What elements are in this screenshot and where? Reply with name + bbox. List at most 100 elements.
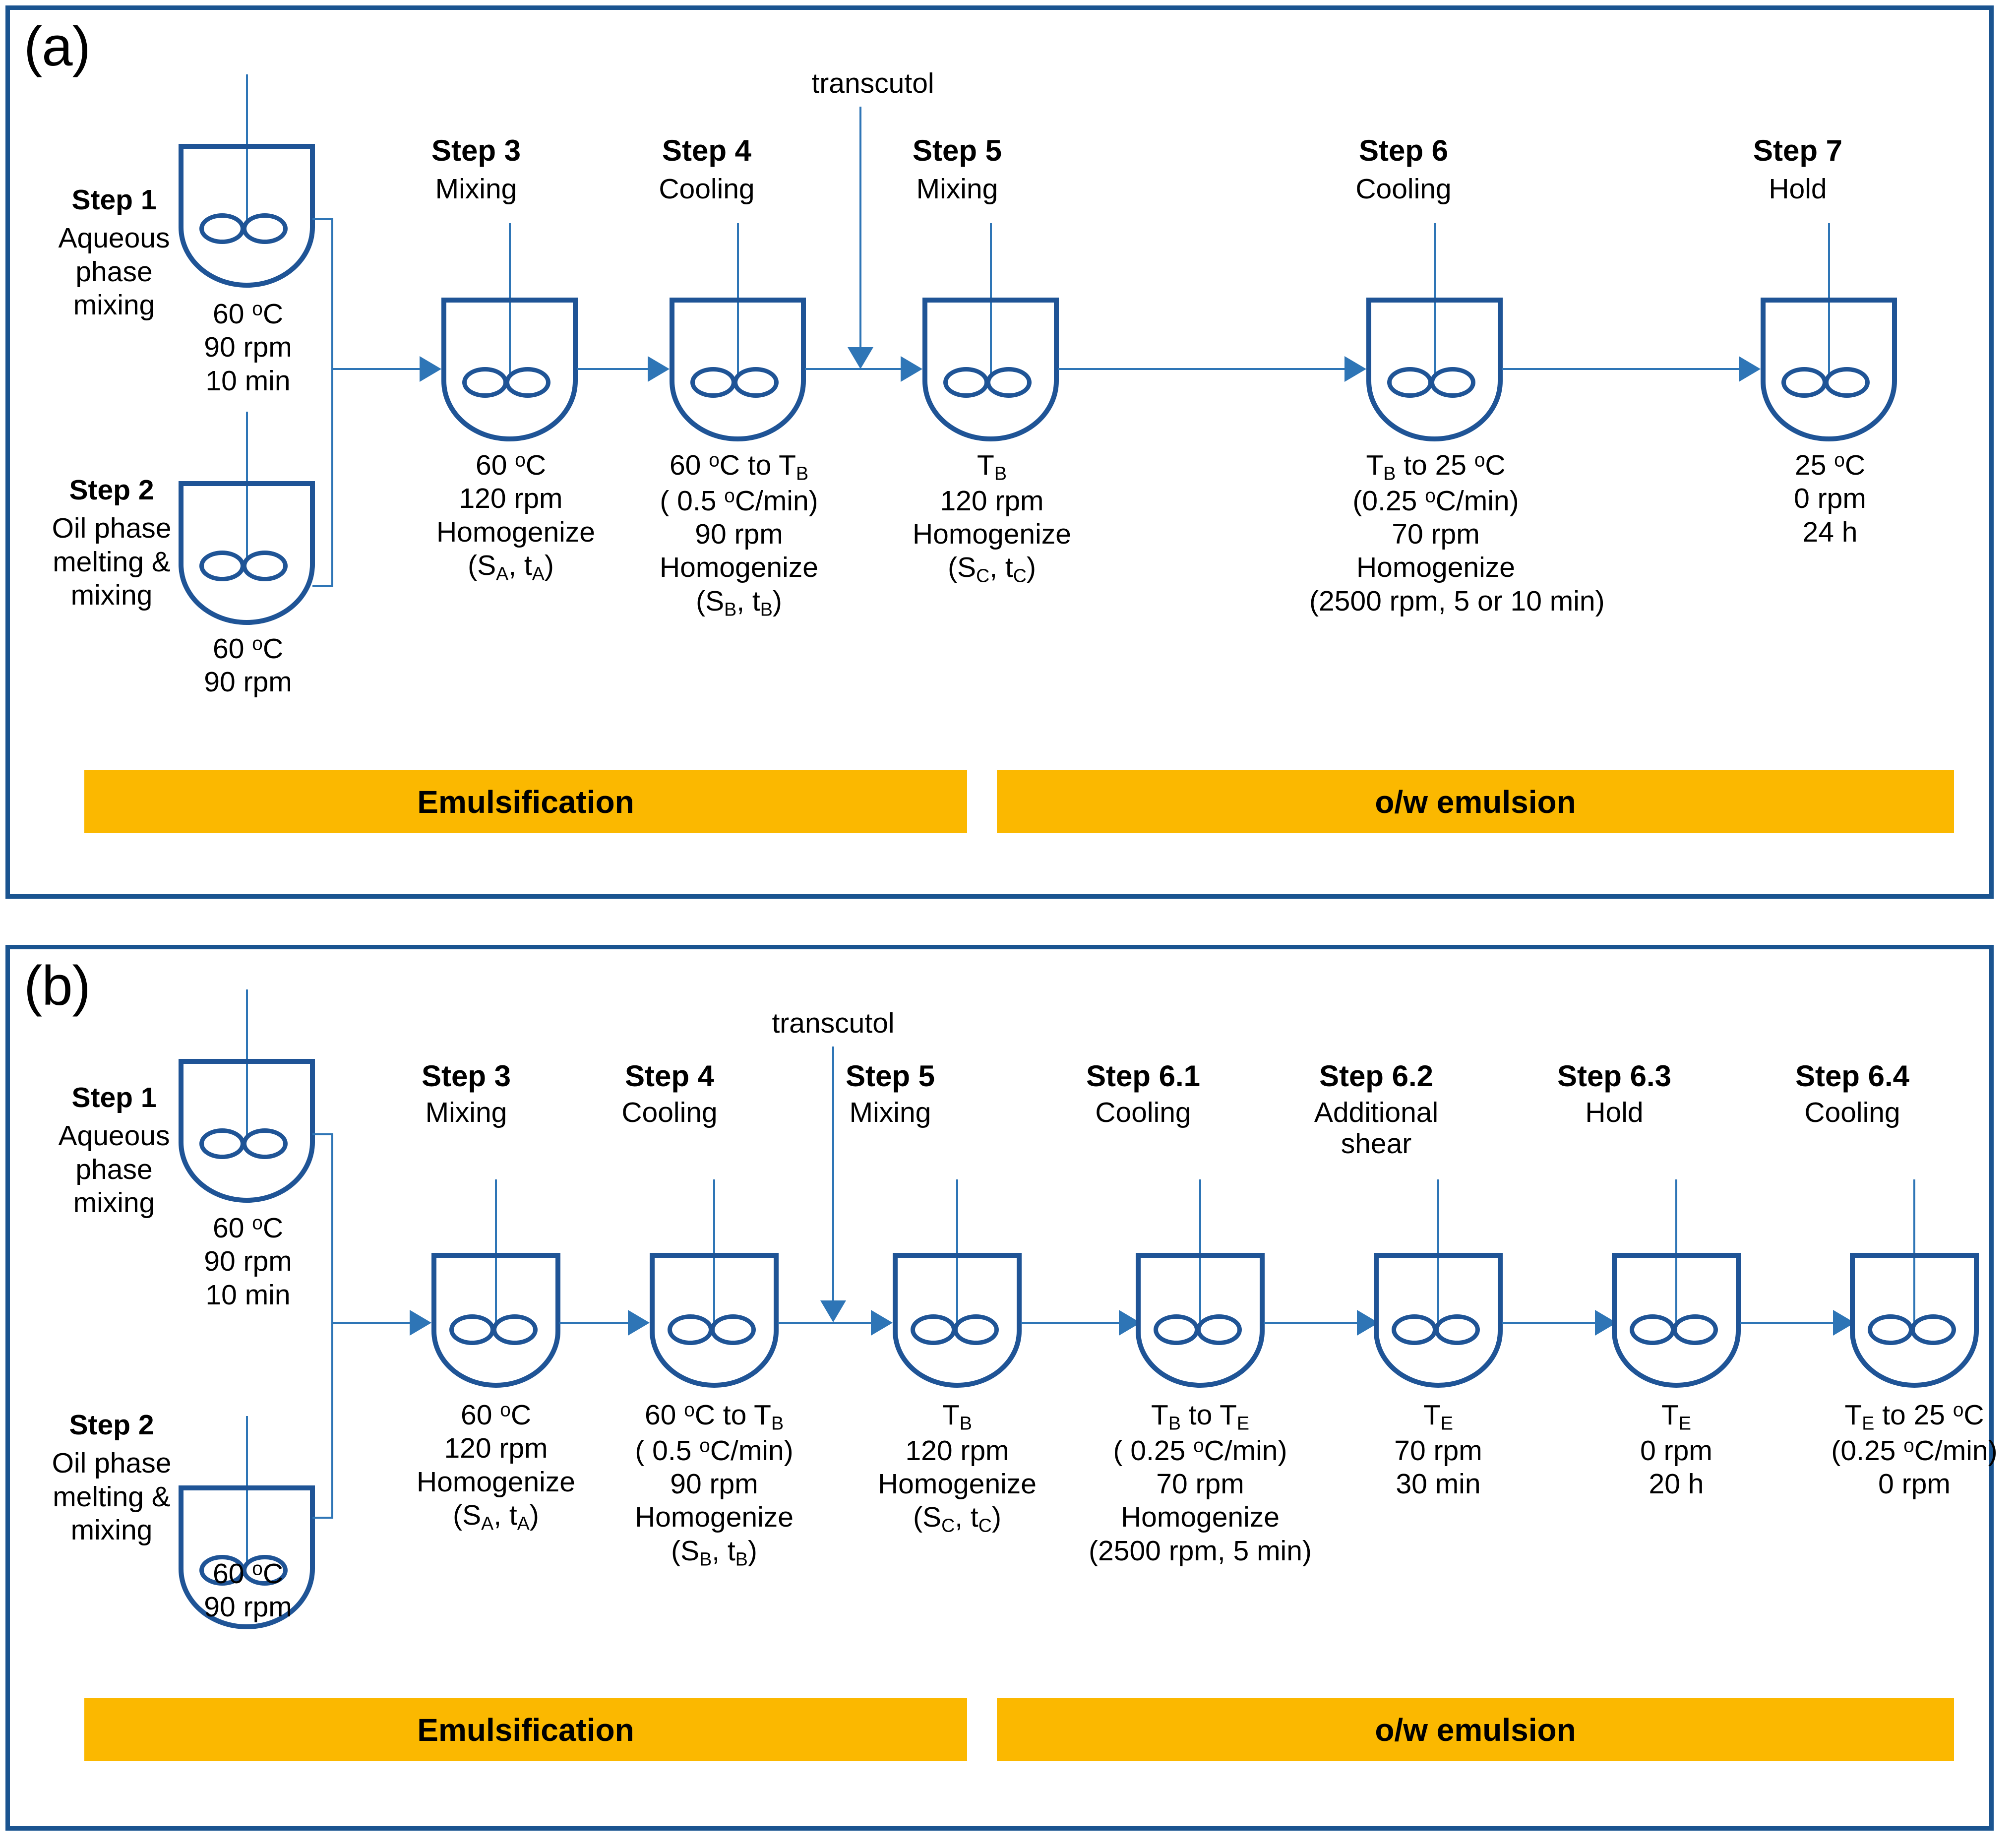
impeller-right-icon: [242, 551, 288, 581]
impeller-left-icon: [690, 367, 736, 398]
impeller-right-icon: [1196, 1314, 1242, 1345]
arrow-6to7-a: [1739, 356, 1761, 382]
vessel-step-2b: [179, 1416, 315, 1629]
merge-out-hline-a: [331, 368, 421, 370]
impeller-left-icon: [199, 213, 245, 244]
bar-emulsification-b: Emulsification: [84, 1698, 967, 1761]
impeller-right-icon: [1430, 367, 1475, 398]
vessel-body-icon: [922, 298, 1059, 441]
transcutol-arrow-a: [848, 347, 873, 369]
stirrer-shaft-icon: [495, 1179, 497, 1323]
stirrer-shaft-icon: [713, 1179, 715, 1323]
step-7a-sub: Hold: [1769, 173, 1827, 205]
step-5b-title: Step 5: [845, 1059, 935, 1093]
step-62b-params: TE 70 rpm 30 min: [1394, 1399, 1482, 1500]
hline-62to63-b: [1502, 1322, 1596, 1324]
vessel-step-7a: [1761, 223, 1897, 441]
arrow-4to5-a: [901, 356, 922, 382]
step-2b-title: Step 2: [69, 1409, 154, 1441]
merge-vline-b: [331, 1133, 333, 1518]
impeller-right-icon: [710, 1314, 756, 1345]
impeller-left-icon: [943, 367, 989, 398]
step-7a-title: Step 7: [1753, 134, 1843, 167]
bar-ow-emulsion-a-label: o/w emulsion: [1375, 784, 1576, 820]
merge-out-hline-b: [331, 1322, 411, 1324]
vessel-step-61b: [1136, 1179, 1265, 1388]
hline-3to4-a: [577, 368, 649, 370]
merge-top-hline-b: [312, 1133, 333, 1135]
stirrer-shaft-icon: [1199, 1179, 1201, 1323]
impeller-right-icon: [733, 367, 779, 398]
impeller-left-icon: [1387, 367, 1433, 398]
impeller-left-icon: [1392, 1314, 1437, 1345]
merge-bottom-hline-b: [312, 1517, 333, 1519]
vessel-step-3b: [431, 1179, 560, 1388]
step-6a-params: TB to 25 oC (0.25 oC/min) 70 rpm Homogen…: [1309, 449, 1605, 617]
step-61b-params: TB to TE ( 0.25 oC/min) 70 rpm Homogeniz…: [1089, 1399, 1312, 1567]
vessel-body-icon: [893, 1253, 1022, 1388]
impeller-right-icon: [242, 1128, 288, 1159]
step-5a-title: Step 5: [912, 134, 1002, 167]
merge-bottom-hline-a: [312, 585, 333, 587]
impeller-right-icon: [505, 367, 550, 398]
step-5a-sub: Mixing: [916, 173, 998, 205]
vessel-step-1b: [179, 989, 315, 1203]
vessel-step-3a: [441, 223, 578, 441]
step-4a-params: 60 oC to TB ( 0.5 oC/min) 90 rpm Homogen…: [659, 449, 818, 620]
impeller-left-icon: [199, 551, 245, 581]
step-5b-params: TB 120 rpm Homogenize (SC, tC): [878, 1399, 1037, 1536]
vessel-step-63b: [1612, 1179, 1741, 1388]
vessel-step-4b: [650, 1179, 779, 1388]
hline-6to7-a: [1502, 368, 1740, 370]
step-4b-params: 60 oC to TB ( 0.5 oC/min) 90 rpm Homogen…: [634, 1399, 794, 1570]
vessel-step-5b: [893, 1179, 1022, 1388]
impeller-right-icon: [1910, 1314, 1956, 1345]
hline-61to62-b: [1264, 1322, 1358, 1324]
transcutol-vline-a: [859, 107, 861, 349]
vessel-body-icon: [1761, 298, 1897, 441]
step-63b-title: Step 6.3: [1557, 1059, 1672, 1093]
step-61b-sub: Cooling: [1095, 1097, 1191, 1128]
transcutol-vline-b: [832, 1047, 834, 1302]
vessel-body-icon: [179, 1485, 315, 1629]
impeller-left-icon: [668, 1314, 713, 1345]
impeller-left-icon: [199, 1128, 245, 1159]
step-2b-params: 60 oC 90 rpm: [204, 1558, 292, 1623]
vessel-step-5a: [922, 223, 1059, 441]
step-4b-sub: Cooling: [621, 1097, 718, 1128]
vessel-step-6a: [1366, 223, 1503, 441]
step-3b-title: Step 3: [421, 1059, 511, 1093]
bar-emulsification-a-label: Emulsification: [417, 784, 634, 820]
step-3a-params: 60 oC 120 rpm Homogenize (SA, tA): [436, 449, 596, 584]
hline-3to4-b: [559, 1322, 629, 1324]
step-61b-title: Step 6.1: [1086, 1059, 1201, 1093]
impeller-left-icon: [911, 1314, 956, 1345]
vessel-step-1a: [179, 74, 315, 288]
step-64b-title: Step 6.4: [1795, 1059, 1910, 1093]
step-64b-params: TE to 25 oC (0.25 oC/min) 0 rpm: [1831, 1399, 1998, 1500]
impeller-left-icon: [462, 367, 508, 398]
arrow-4to5-b: [871, 1310, 893, 1336]
step-4a-title: Step 4: [662, 134, 752, 167]
step-5a-params: TB 120 rpm Homogenize (SC, tC): [912, 449, 1071, 586]
stirrer-shaft-icon: [1913, 1179, 1915, 1323]
hline-5to6-a: [1058, 368, 1345, 370]
impeller-right-icon: [986, 367, 1032, 398]
vessel-body-icon: [179, 481, 315, 625]
bar-emulsification-a: Emulsification: [84, 770, 967, 833]
vessel-step-62b: [1374, 1179, 1503, 1388]
impeller-left-icon: [1868, 1314, 1913, 1345]
impeller-right-icon: [242, 1555, 288, 1586]
transcutol-arrow-b: [820, 1300, 846, 1322]
vessel-body-icon: [650, 1253, 779, 1388]
step-2a-title: Step 2: [69, 474, 154, 506]
panel-a: (a): [5, 5, 1994, 899]
step-5b-sub: Mixing: [849, 1097, 931, 1128]
stirrer-shaft-icon: [956, 1179, 958, 1323]
